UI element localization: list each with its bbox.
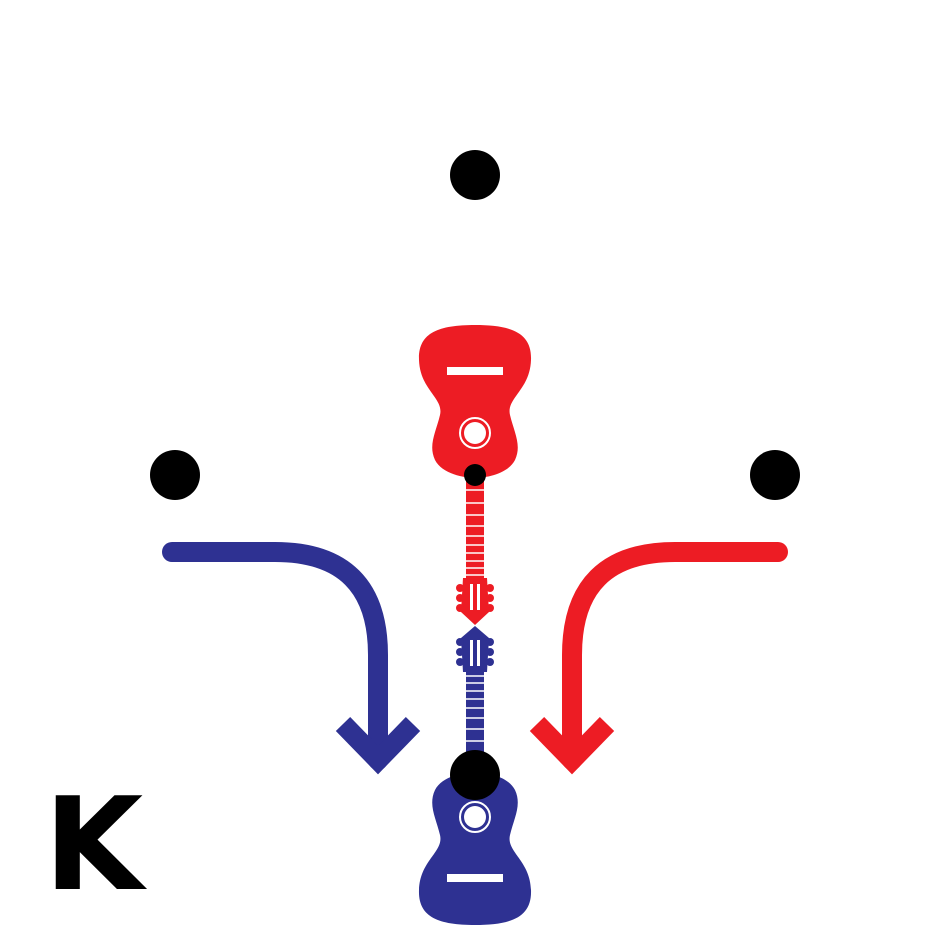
red-guitar-bridge — [447, 367, 503, 375]
right-dot — [750, 450, 800, 500]
red-guitar-tuners — [456, 584, 494, 612]
red-guitar-soundhole-ring — [459, 417, 491, 449]
blue-guitar-body — [418, 772, 532, 925]
blue-guitar-soundhole — [464, 806, 486, 828]
blue-guitar-frets — [466, 675, 484, 742]
blue-guitar-tuners — [456, 638, 494, 666]
blue-arrow-shaft — [162, 542, 388, 770]
red-arrow-shaft — [562, 542, 788, 770]
center-dot — [464, 464, 486, 486]
blue-guitar-bridge — [447, 874, 503, 882]
red-guitar-slots — [470, 584, 480, 610]
left-dot — [150, 450, 200, 500]
red-guitar — [418, 325, 532, 625]
blue-guitar-headstock — [461, 626, 489, 672]
bottom-dot — [450, 750, 500, 800]
red-guitar-frets — [466, 489, 484, 576]
blue-arrow — [162, 542, 421, 775]
red-guitar-soundhole — [464, 422, 486, 444]
red-guitar-body — [418, 325, 532, 478]
red-guitar-neck — [466, 470, 484, 580]
red-guitar-headstock — [461, 578, 489, 625]
blue-arrow-head — [335, 717, 421, 775]
panel-label: K — [44, 771, 144, 920]
top-dot — [450, 150, 500, 200]
blue-guitar-slots — [470, 640, 480, 666]
red-arrow — [529, 542, 788, 775]
blue-guitar-soundhole-ring — [459, 801, 491, 833]
red-arrow-head — [529, 717, 615, 775]
